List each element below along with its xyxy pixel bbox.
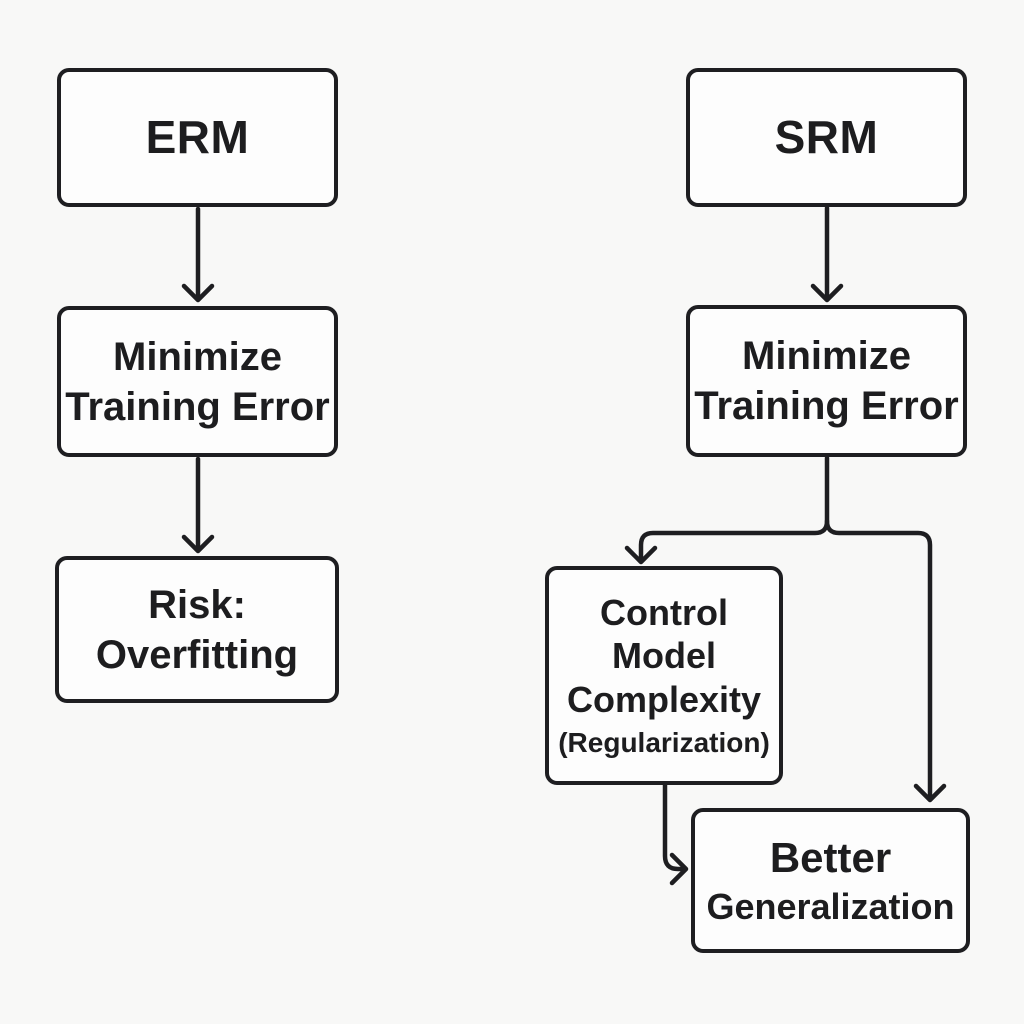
node-srm-label: SRM	[774, 110, 879, 163]
node-control-model-complexity: Control Model Complexity (Regularization…	[545, 566, 783, 785]
node-label-line: Minimize	[113, 334, 282, 379]
arrow-minimize-to-risk	[181, 456, 215, 554]
node-label-line: Better	[769, 833, 892, 881]
node-label-line: Minimize	[742, 334, 911, 378]
node-srm-minimize-training-error: Minimize Training Error	[686, 305, 967, 457]
arrow-erm-to-minimize	[181, 206, 215, 303]
node-label-line: Model	[612, 635, 716, 677]
node-label-line: Generalization	[706, 886, 955, 928]
node-erm: ERM	[57, 68, 338, 207]
node-erm-label: ERM	[145, 110, 250, 163]
node-label-line: Risk:	[148, 582, 246, 627]
node-label-line: (Regularization)	[558, 727, 770, 759]
node-erm-minimize-training-error: Minimize Training Error	[57, 306, 338, 457]
node-better-generalization: Better Generalization	[691, 808, 970, 953]
node-srm: SRM	[686, 68, 967, 207]
node-risk-overfitting: Risk: Overfitting	[55, 556, 339, 703]
arrow-minimize-to-better	[824, 518, 947, 803]
arrow-minimize-to-control	[624, 455, 830, 565]
node-label-line: Training Error	[65, 384, 330, 429]
node-label-line: Overfitting	[95, 632, 299, 677]
node-label-line: Training Error	[694, 384, 959, 428]
arrow-control-to-better	[662, 782, 689, 886]
node-label-line: Control	[600, 591, 728, 633]
arrow-srm-to-minimize	[810, 205, 844, 303]
node-label-line: Complexity	[566, 679, 762, 721]
